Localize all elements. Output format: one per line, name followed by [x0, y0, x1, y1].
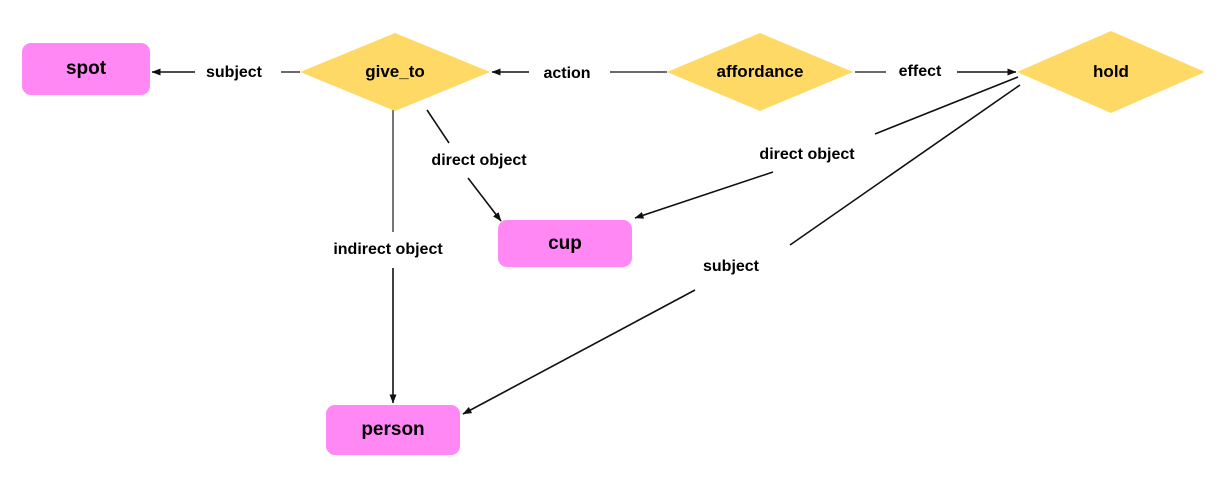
node-give-to-label: give_to [365, 62, 425, 82]
edge-label-action: action [543, 65, 591, 82]
node-person-label: person [361, 419, 425, 441]
node-cup-label: cup [548, 232, 582, 254]
edge-label-direct-object-give-to: direct object [431, 152, 527, 169]
node-affordance-label: affordance [716, 62, 804, 82]
node-spot-label: spot [65, 58, 107, 80]
node-spot[interactable]: spot [22, 43, 150, 95]
edge-label-effect: effect [898, 63, 942, 80]
edge-label-subject-spot: subject [205, 64, 263, 81]
edge-label-direct-object-hold: direct object [759, 146, 855, 163]
node-hold[interactable]: hold [1017, 31, 1205, 113]
node-give-to[interactable]: give_to [300, 33, 490, 111]
edge-label-subject-person: subject [702, 258, 760, 275]
node-affordance[interactable]: affordance [667, 33, 853, 111]
node-hold-label: hold [1093, 62, 1129, 82]
edge-label-indirect-object: indirect object [333, 241, 443, 258]
node-person[interactable]: person [326, 405, 460, 455]
node-cup[interactable]: cup [498, 220, 632, 267]
